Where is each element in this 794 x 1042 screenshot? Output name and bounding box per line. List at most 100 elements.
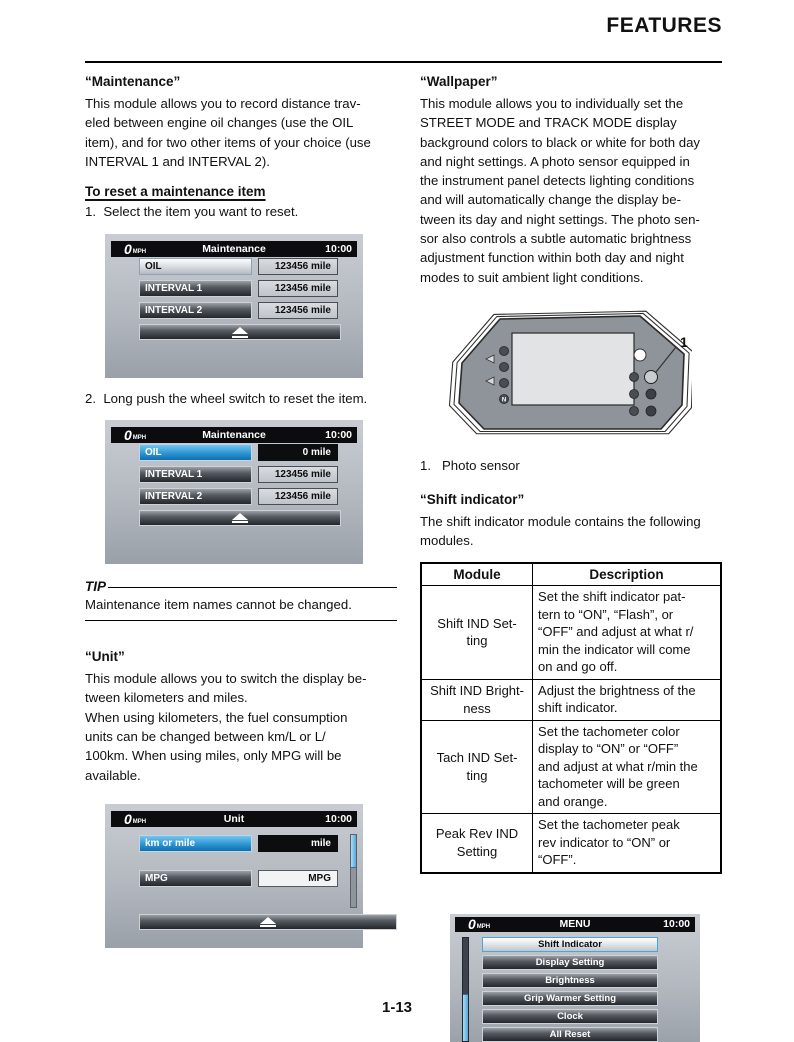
back-button	[139, 324, 341, 341]
tip-rule	[108, 586, 397, 588]
table-row: Peak Rev IND Setting Set the tachometer …	[420, 813, 722, 874]
panel-outline-outer	[448, 310, 695, 435]
km-or-mile-button-selected: km or mile	[139, 834, 252, 852]
warning-light-icon	[633, 348, 647, 362]
panel-display	[511, 332, 635, 406]
up-triangle-bar	[232, 521, 248, 524]
wallpaper-body: This module allows you to individually s…	[420, 96, 701, 285]
list-row-interval1: INTERVAL 1 123456 mile	[139, 280, 341, 298]
maintenance-body: This module allows you to record distanc…	[85, 96, 371, 169]
back-button	[139, 509, 341, 526]
speed-value: 0	[124, 241, 132, 258]
speedometer: 0 MPH	[468, 917, 490, 932]
list-row-interval2: INTERVAL 2 123456 mile	[139, 302, 341, 320]
tip-text: Maintenance item names cannot be changed…	[85, 596, 352, 612]
instrument-panel-illustration: N 1	[448, 310, 695, 435]
indicator-light-icon	[645, 405, 657, 417]
scrollbar-vertical	[350, 833, 357, 908]
table-row: Shift IND Set- ting Set the shift indica…	[420, 585, 722, 680]
interval2-distance-value: 123456 mile	[258, 302, 338, 320]
left-indicator-icons: N	[485, 346, 509, 404]
interval2-distance-value: 123456 mile	[258, 487, 338, 505]
up-triangle-icon	[232, 512, 248, 520]
oil-distance-value: 123456 mile	[258, 258, 338, 276]
maintenance-screen-2: 0 MPH Maintenance 10:00 OIL 0 mile INTER…	[105, 419, 363, 564]
description-cell: Set the tachometer peak rev indicator to…	[532, 813, 722, 874]
svg-text:N: N	[502, 397, 506, 403]
menu-item-grip-warmer-setting: Grip Warmer Setting	[482, 990, 658, 1006]
module-cell: Peak Rev IND Setting	[420, 813, 534, 874]
speedometer: 0 MPH	[124, 427, 146, 443]
interval1-distance-value: 123456 mile	[258, 465, 338, 483]
interval1-button: INTERVAL 1	[139, 280, 252, 298]
header-rule	[85, 61, 722, 63]
photo-sensor	[644, 369, 658, 384]
speed-unit-label: MPH	[476, 923, 491, 930]
speed-value: 0	[124, 426, 132, 443]
screen-status-bar: 0 MPH Maintenance 10:00	[111, 426, 357, 443]
module-cell: Shift IND Bright- ness	[420, 678, 534, 721]
oil-distance-value: 0 mile	[258, 443, 338, 461]
indicator-light-icon	[499, 346, 509, 356]
speedometer: 0 MPH	[124, 241, 146, 257]
module-cell: Tach IND Set- ting	[420, 719, 534, 815]
maintenance-screen-1: 0 MPH Maintenance 10:00 OIL 123456 mile …	[105, 234, 363, 379]
unit-body: This module allows you to switch the dis…	[85, 671, 367, 783]
interval1-button: INTERVAL 1	[139, 465, 252, 483]
shift-indicator-table: Module Description Shift IND Set- ting S…	[420, 561, 722, 874]
turn-signal-left-icon	[485, 354, 495, 364]
speed-unit-label: MPH	[132, 434, 147, 441]
screen-title: Unit	[223, 812, 245, 825]
instrument-panel-figure: N 1	[442, 307, 724, 452]
panel-outline-mid	[453, 312, 690, 433]
menu-item-clock: Clock	[482, 1008, 658, 1024]
interval2-button: INTERVAL 2	[139, 302, 252, 320]
description-cell: Set the tachometer color display to “ON”…	[532, 719, 722, 815]
description-cell: Adjust the brightness of the shift indic…	[532, 678, 722, 721]
speedometer: 0 MPH	[124, 811, 146, 827]
list-row-km-or-mile: km or mile mile	[139, 834, 341, 852]
speed-value: 0	[468, 915, 476, 932]
tip-block: TIP	[85, 579, 397, 594]
indicator-light-icon	[629, 389, 639, 399]
speed-unit-label: MPH	[132, 818, 147, 825]
interval2-button: INTERVAL 2	[139, 487, 252, 505]
clock-display: 10:00	[325, 812, 352, 825]
caption-text: Photo sensor	[442, 457, 520, 473]
up-triangle-icon	[260, 916, 276, 924]
interval1-distance-value: 123456 mile	[258, 280, 338, 298]
mpg-button: MPG	[139, 869, 252, 887]
unit-heading: “Unit”	[85, 649, 125, 665]
tip-label: TIP	[85, 578, 107, 594]
caption-number: 1.	[420, 457, 431, 473]
left-column: “Maintenance” This module allows you to …	[85, 72, 397, 948]
clock-display: 10:00	[325, 428, 352, 441]
maintenance-list: OIL 123456 mile INTERVAL 1 123456 mile I…	[139, 258, 341, 341]
figure-caption: 1. Photo sensor	[420, 458, 724, 473]
indicator-light-icon	[499, 362, 509, 372]
module-cell: Shift IND Set- ting	[420, 585, 534, 680]
indicator-light-icon	[499, 378, 509, 388]
list-row-mpg: MPG MPG	[139, 869, 341, 887]
oil-button: OIL	[139, 258, 252, 276]
menu-item-brightness: Brightness	[482, 972, 658, 988]
wallpaper-heading: “Wallpaper”	[420, 74, 498, 89]
table-row: Tach IND Set- ting Set the tachometer co…	[420, 719, 722, 815]
up-triangle-bar	[232, 335, 248, 338]
right-indicator-icons	[629, 348, 658, 417]
table-header-row: Module Description	[420, 562, 722, 587]
screen-status-bar: 0 MPH MENU 10:00	[455, 916, 695, 932]
km-or-mile-value: mile	[258, 834, 338, 852]
screen-title: MENU	[559, 918, 591, 931]
shift-indicator-heading: “Shift indicator”	[420, 491, 525, 507]
page-number: 1-13	[381, 999, 413, 1016]
maintenance-list: OIL 0 mile INTERVAL 1 123456 mile INTERV…	[139, 443, 341, 526]
unit-screen: 0 MPH Unit 10:00 km or mile mile MPG MPG	[105, 803, 397, 948]
screen-status-bar: 0 MPH Maintenance 10:00	[111, 241, 357, 258]
shift-indicator-body: The shift indicator module contains the …	[420, 513, 701, 549]
description-cell: Set the shift indicator pat- tern to “ON…	[532, 585, 722, 680]
oil-button-selected: OIL	[139, 443, 252, 461]
indicator-light-icon	[645, 388, 657, 400]
up-triangle-bar	[260, 925, 276, 928]
